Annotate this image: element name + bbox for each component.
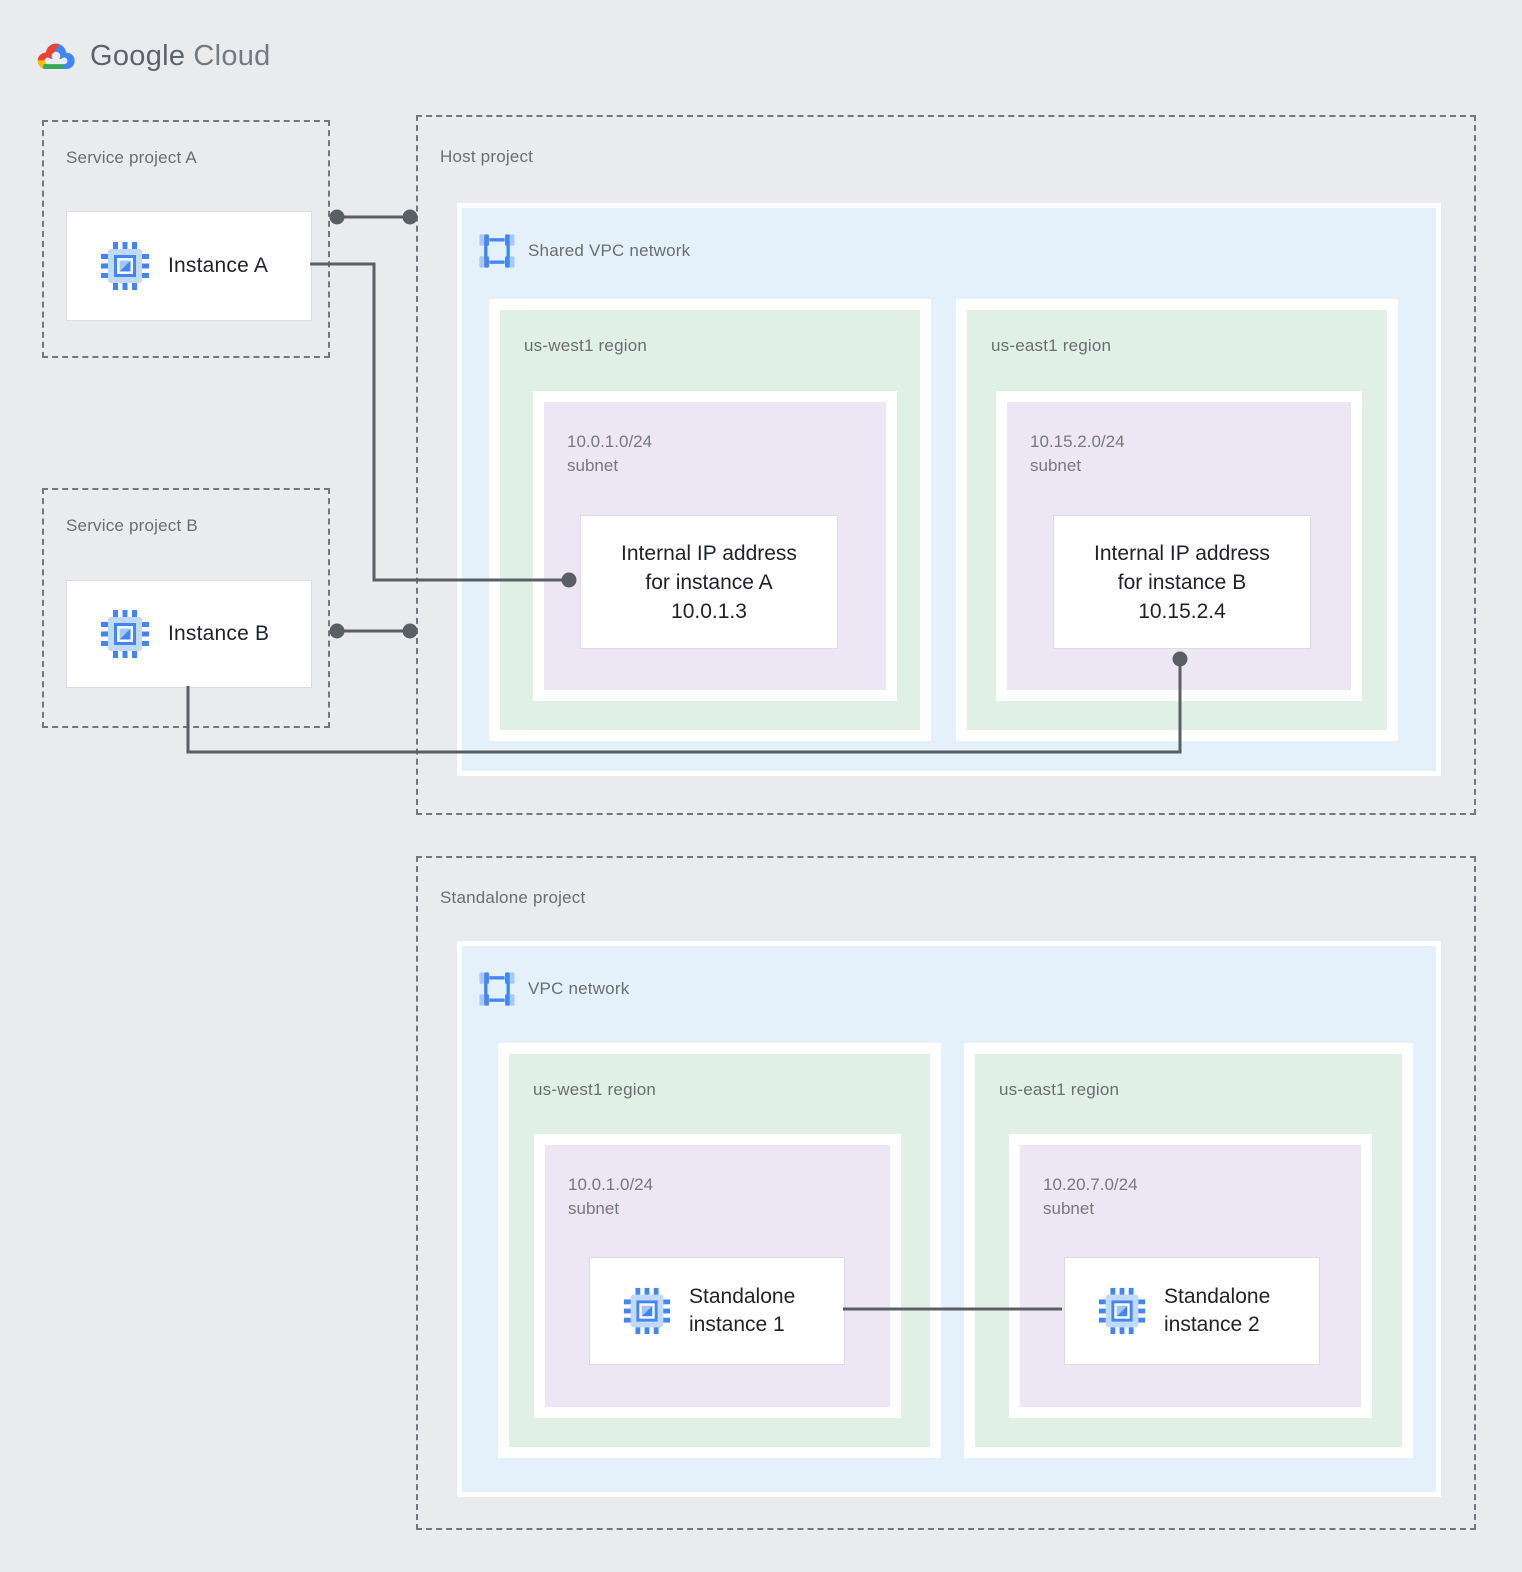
standalone-subnet-west-label: 10.0.1.0/24 subnet: [568, 1173, 653, 1221]
service-project-b-label: Service project B: [66, 516, 198, 535]
instance-a-card: Instance A: [66, 211, 312, 321]
subnet-cidr: 10.20.7.0/24: [1043, 1175, 1138, 1194]
shared-vpc-network-header: Shared VPC network: [478, 232, 690, 270]
standalone-subnet-east-label: 10.20.7.0/24 subnet: [1043, 1173, 1138, 1221]
ip-card-line: 10.0.1.3: [671, 599, 747, 623]
ip-card-line: Internal IP address: [621, 541, 797, 565]
standalone-us-west1-region-box: us-west1 region 10.0.1.0/24 subnet: [509, 1054, 930, 1447]
subnet-word: subnet: [1030, 456, 1082, 475]
host-us-west1-region-box: us-west1 region 10.0.1.0/24 subnet Inter…: [500, 310, 920, 730]
host-us-east1-region-box: us-east1 region 10.15.2.0/24 subnet Inte…: [967, 310, 1387, 730]
connector-dot: [329, 623, 345, 639]
standalone-us-east1-region-box: us-east1 region 10.20.7.0/24 subnet: [975, 1054, 1402, 1447]
host-subnet-west-label: 10.0.1.0/24 subnet: [567, 430, 652, 478]
standalone-instance-1-card: Standalone instance 1: [589, 1257, 845, 1365]
service-project-a-box: Service project A Instance A: [42, 120, 330, 358]
compute-engine-icon: [101, 242, 149, 290]
host-subnet-east-box: 10.15.2.0/24 subnet Internal IP address …: [1007, 402, 1351, 690]
logo-text-cloud: Cloud: [193, 40, 271, 72]
standalone-instance-1-label: Standalone instance 1: [689, 1285, 796, 1336]
standalone-us-east1-region-label: us-east1 region: [999, 1080, 1120, 1099]
vpc-network-icon: [479, 972, 515, 1006]
standalone-project-box: Standalone project VPC network: [416, 856, 1476, 1530]
host-us-east1-region-label: us-east1 region: [991, 336, 1112, 355]
standalone-subnet-west-box: 10.0.1.0/24 subnet: [545, 1145, 890, 1407]
host-us-west1-region-label: us-west1 region: [524, 336, 648, 355]
compute-engine-icon: [623, 1287, 671, 1335]
subnet-word: subnet: [567, 456, 619, 475]
host-project-box: Host project Shared VPC network: [416, 115, 1476, 815]
service-project-b-box: Service project B Instance B: [42, 488, 330, 728]
standalone-instance-2-label: Standalone instance 2: [1164, 1285, 1271, 1336]
shared-vpc-network-box: Shared VPC network us-west1 region 10.0.…: [462, 208, 1436, 771]
google-cloud-logo-icon: [37, 43, 75, 69]
host-subnet-west-box: 10.0.1.0/24 subnet Internal IP address f…: [544, 402, 886, 690]
host-subnet-east-label: 10.15.2.0/24 subnet: [1030, 430, 1125, 478]
subnet-word: subnet: [568, 1199, 620, 1218]
vpc-network-header: VPC network: [478, 970, 629, 1008]
shared-vpc-network-label: Shared VPC network: [528, 241, 691, 260]
service-project-a-label: Service project A: [66, 148, 197, 167]
subnet-cidr: 10.0.1.0/24: [567, 432, 653, 451]
ip-card-line: for instance A: [645, 570, 773, 594]
logo-text-google: Google: [90, 40, 186, 72]
internal-ip-instance-a-card: Internal IP address for instance A 10.0.…: [580, 515, 838, 649]
ip-card-line: Internal IP address: [1094, 541, 1270, 565]
instance-b-card: Instance B: [66, 580, 312, 688]
vpc-network-label: VPC network: [528, 979, 630, 998]
vpc-network-icon: [479, 234, 515, 268]
internal-ip-instance-b-card: Internal IP address for instance B 10.15…: [1053, 515, 1311, 649]
vpc-network-box: VPC network us-west1 region 10.0.1.0/24 …: [462, 946, 1436, 1492]
subnet-word: subnet: [1043, 1199, 1095, 1218]
standalone-us-west1-region-label: us-west1 region: [533, 1080, 657, 1099]
host-project-label: Host project: [440, 147, 534, 166]
standalone-subnet-east-box: 10.20.7.0/24 subnet: [1020, 1145, 1361, 1407]
ip-card-line: for instance B: [1117, 570, 1247, 594]
instance-a-label: Instance A: [168, 254, 269, 277]
subnet-cidr: 10.0.1.0/24: [568, 1175, 654, 1194]
instance-b-label: Instance B: [168, 622, 270, 645]
compute-engine-icon: [101, 610, 149, 658]
subnet-cidr: 10.15.2.0/24: [1030, 432, 1125, 451]
google-cloud-logo: Google Cloud: [33, 38, 271, 75]
connector-dot: [329, 209, 345, 225]
standalone-project-label: Standalone project: [440, 888, 586, 907]
standalone-instance-2-card: Standalone instance 2: [1064, 1257, 1320, 1365]
ip-card-line: 10.15.2.4: [1138, 599, 1226, 623]
compute-engine-icon: [1098, 1287, 1146, 1335]
